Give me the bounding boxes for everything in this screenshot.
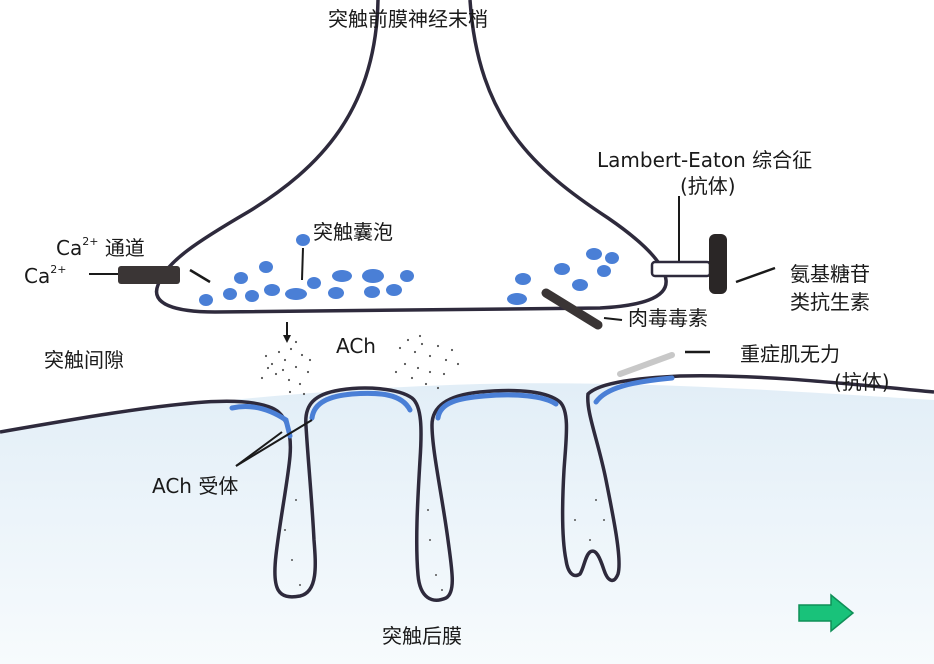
- ach-receptor-pointer: [235, 419, 313, 467]
- label-vesicle: 突触囊泡: [313, 220, 393, 244]
- ach-diffusion-cloud-right: [394, 334, 460, 390]
- ach-receptor: [229, 404, 293, 439]
- vesicle-pointer: [301, 247, 304, 281]
- vesicle: [285, 288, 307, 300]
- label-presynaptic: 突触前膜神经末梢: [328, 7, 488, 31]
- vesicle: [296, 234, 310, 246]
- vesicle: [234, 272, 248, 284]
- presynaptic-terminal: [154, 0, 668, 314]
- label-botulinum: 肉毒毒素: [628, 306, 708, 330]
- label-postsynaptic: 突触后膜: [382, 624, 462, 648]
- vesicle: [332, 270, 352, 282]
- vesicle: [307, 277, 321, 289]
- vesicle-group: [199, 234, 619, 306]
- label-cleft: 突触间隙: [44, 348, 124, 372]
- vesicle: [507, 293, 527, 305]
- vesicle: [572, 279, 588, 291]
- vesicle: [223, 288, 237, 300]
- vesicle: [515, 273, 531, 285]
- vesicle: [554, 263, 570, 275]
- ach-receptor: [435, 392, 559, 421]
- ca-channel-block: [118, 266, 180, 284]
- fold-speckles: [284, 499, 605, 591]
- myasthenia-antibody: [617, 352, 675, 377]
- vesicle: [259, 261, 273, 273]
- muscle-background: [0, 383, 934, 664]
- label-aminoglycoside-1: 氨基糖苷: [790, 262, 870, 286]
- ach-receptor-group: [229, 375, 675, 439]
- label-ca-ion: Ca2+: [24, 263, 67, 288]
- label-ach-receptor: ACh 受体: [152, 474, 239, 498]
- vesicle: [362, 269, 384, 283]
- label-lambert-eaton: Lambert-Eaton 综合征: [597, 148, 813, 172]
- vesicle: [199, 294, 213, 306]
- vesicle: [386, 284, 402, 296]
- vesicle: [245, 290, 259, 302]
- label-myasthenia: 重症肌无力: [740, 342, 840, 366]
- label-aminoglycoside-2: 类抗生素: [790, 290, 870, 314]
- ach-receptor: [309, 390, 413, 421]
- postsynaptic-membrane: [0, 374, 934, 602]
- label-ca-channel: Ca2+ 通道: [56, 235, 145, 260]
- ach-diffusion-cloud-left: [260, 340, 312, 396]
- right-arrow-icon[interactable]: [797, 593, 855, 633]
- label-lambert-antibody: (抗体): [680, 174, 736, 198]
- vesicle: [586, 248, 602, 260]
- label-myasthenia-antibody: (抗体): [834, 370, 890, 394]
- vesicle: [264, 284, 280, 296]
- botulinum-pointer: [603, 317, 623, 321]
- botulinum-bar: [541, 288, 603, 330]
- aminoglycoside-pointer: [735, 266, 776, 284]
- lambert-channel: [650, 260, 712, 278]
- vesicle: [597, 265, 611, 277]
- ca-channel-dash: [189, 268, 211, 284]
- vesicle: [400, 270, 414, 282]
- vesicle: [364, 286, 380, 298]
- vesicle: [605, 252, 619, 264]
- aminoglycoside-block: [709, 234, 727, 294]
- release-arrowhead: [283, 335, 291, 343]
- vesicle: [328, 287, 344, 299]
- ach-receptor: [593, 375, 675, 405]
- label-ach: ACh: [336, 334, 376, 358]
